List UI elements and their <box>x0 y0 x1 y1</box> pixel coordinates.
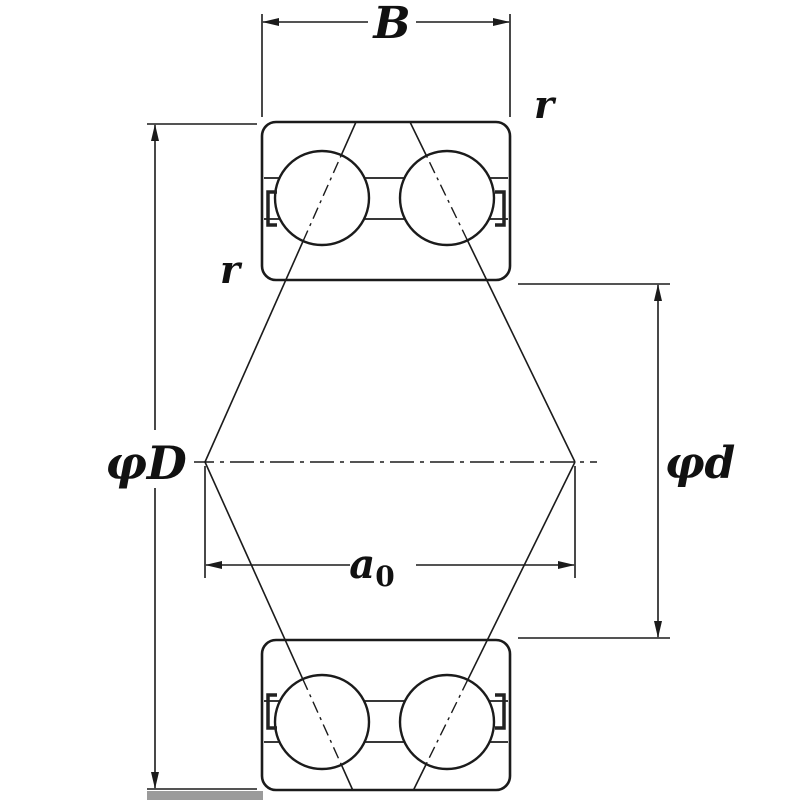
label-r-top-right: r <box>534 82 557 127</box>
contact-line-top-left-lower <box>204 241 304 463</box>
label-a0-subscript: 0 <box>375 560 394 593</box>
bearing-balls <box>273 149 496 771</box>
label-bg-B <box>368 0 416 44</box>
arrowhead-phid-top <box>654 284 662 301</box>
contact-lines <box>204 121 576 791</box>
contact-line-top-right-upper <box>409 121 428 157</box>
label-r-left: r <box>220 247 243 292</box>
label-bg-a0 <box>350 536 416 582</box>
arrowhead-B-left <box>262 18 279 26</box>
contact-line-top-left-upper <box>340 121 357 156</box>
bearing-top-body <box>260 120 512 282</box>
arrowhead-phiD-bottom <box>151 772 159 789</box>
seal-top-left <box>266 190 277 227</box>
seal-bottom-right <box>495 693 506 730</box>
contact-centerline-ball-top-right <box>425 155 469 241</box>
contact-centerline-ball-top-left <box>302 155 342 242</box>
contact-line-bottom-left-lower <box>340 764 354 791</box>
ball-bottom-left <box>273 673 371 771</box>
contact-line-bottom-right-lower <box>412 763 427 791</box>
contact-centerline-ball-bottom-right <box>425 679 469 765</box>
contact-line-bottom-left-upper <box>204 461 304 680</box>
contact-line-top-right-lower <box>466 240 576 463</box>
label-B: B <box>371 0 410 49</box>
label-phid: φd <box>665 438 736 489</box>
bottom-crop-bar <box>147 791 263 800</box>
dimension-B: B <box>261 0 511 117</box>
label-bg-phiD <box>98 430 194 488</box>
arrowhead-phid-bottom <box>654 621 662 638</box>
contact-line-bottom-right-upper <box>467 461 576 681</box>
dimension-phiD: φD <box>98 123 257 790</box>
dimension-phid: φd <box>518 283 736 639</box>
ball-top-left <box>273 149 371 247</box>
arrowhead-a0-right <box>558 561 575 569</box>
bearing-bottom-body <box>260 638 512 792</box>
seal-bottom-left <box>266 693 277 730</box>
arrowhead-a0-left <box>205 561 222 569</box>
seal-top-right <box>495 190 506 227</box>
label-a0-base: a <box>349 541 375 588</box>
ball-top-right <box>398 149 496 247</box>
dimension-a0: a0 <box>204 466 576 593</box>
ball-bottom-right <box>398 673 496 771</box>
arrowhead-phiD-top <box>151 124 159 141</box>
contact-centerline-ball-bottom-left <box>302 678 342 765</box>
arrowhead-B-right <box>493 18 510 26</box>
seal-details <box>266 190 506 730</box>
label-a0: a0 <box>349 541 394 593</box>
label-phiD: φD <box>105 436 187 490</box>
